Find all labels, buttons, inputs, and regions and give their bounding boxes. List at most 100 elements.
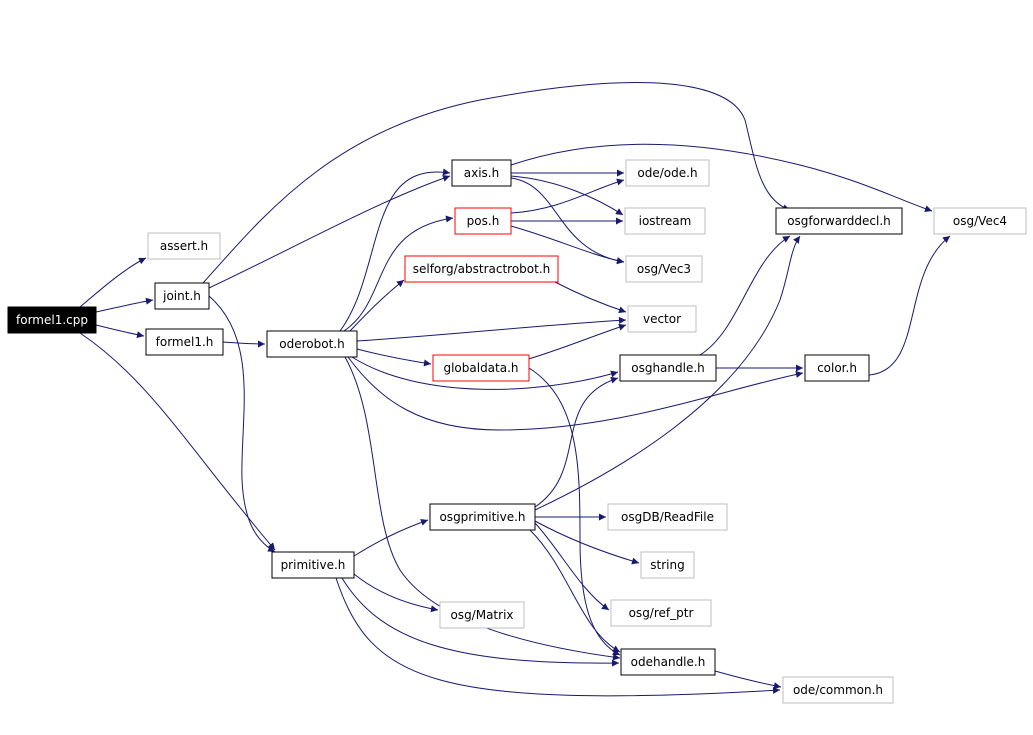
node-osgmatrix[interactable]: osg/Matrix bbox=[439, 601, 525, 629]
node-osghandleh[interactable]: osghandle.h bbox=[619, 354, 717, 382]
node-string[interactable]: string bbox=[640, 551, 695, 579]
node-odehandleh[interactable]: odehandle.h bbox=[620, 648, 716, 676]
edge-line bbox=[868, 235, 951, 376]
node-label: primitive.h bbox=[281, 558, 346, 572]
node-box bbox=[451, 159, 512, 187]
edge-line bbox=[339, 168, 451, 332]
node-osgforwarddeclh[interactable]: osgforwarddecl.h bbox=[775, 207, 903, 235]
node-globaldatah[interactable]: globaldata.h bbox=[432, 354, 530, 382]
edge-axish-to-osgvec3 bbox=[510, 177, 625, 265]
edge-line bbox=[349, 279, 405, 332]
edge-jointh-to-axish bbox=[208, 174, 451, 289]
edge-osgprimitiveh-to-string bbox=[534, 520, 640, 565]
edge-primitiveh-to-osgmatrix bbox=[353, 573, 439, 613]
node-box bbox=[627, 305, 697, 333]
edge-primitiveh-to-odecommonh bbox=[335, 577, 781, 697]
node-label: osg/ref_ptr bbox=[629, 606, 694, 620]
edge-line bbox=[208, 174, 451, 289]
node-label: osgforwarddecl.h bbox=[787, 214, 891, 228]
edge-oderoboth-to-posh bbox=[343, 215, 454, 332]
edge-line bbox=[510, 175, 624, 216]
edge-line bbox=[222, 340, 266, 348]
node-axish[interactable]: axis.h bbox=[451, 159, 512, 187]
edge-osgprimitiveh-to-osgforwarddeclh bbox=[534, 235, 801, 511]
node-box bbox=[271, 551, 355, 579]
edge-line bbox=[95, 297, 154, 313]
node-box bbox=[804, 354, 870, 382]
node-formel1cpp[interactable]: formel1.cpp bbox=[7, 306, 97, 334]
node-box bbox=[429, 503, 536, 531]
edge-line bbox=[344, 356, 621, 661]
node-label: ode/common.h bbox=[793, 683, 883, 697]
edge-line bbox=[524, 323, 627, 361]
node-jointh[interactable]: joint.h bbox=[154, 282, 210, 310]
nodes-layer: formel1.cpp assert.h joint.h formel1.h odero… bbox=[7, 159, 1027, 704]
node-box bbox=[640, 551, 695, 579]
edge-line bbox=[529, 529, 621, 653]
node-box bbox=[625, 159, 710, 187]
node-osgprimitiveh[interactable]: osgprimitive.h bbox=[429, 503, 536, 531]
edge-line bbox=[343, 215, 454, 332]
node-osgdbreadfile[interactable]: osgDB/ReadFile bbox=[607, 503, 728, 531]
edge-line bbox=[356, 316, 627, 342]
node-oderoboth[interactable]: oderobot.h bbox=[266, 330, 358, 358]
edge-posh-to-osgvec3 bbox=[510, 225, 625, 265]
edge-jointh-to-osgforwarddeclh bbox=[202, 82, 791, 284]
edge-primitiveh-to-osgprimitiveh bbox=[353, 519, 429, 557]
node-box bbox=[145, 328, 224, 356]
node-label: osghandle.h bbox=[631, 361, 705, 375]
node-odeodeh[interactable]: ode/ode.h bbox=[625, 159, 710, 187]
edge-osgprimitiveh-to-odehandleh bbox=[529, 529, 621, 653]
edge-line bbox=[510, 177, 625, 265]
edge-oderoboth-to-odehandleh bbox=[344, 356, 621, 661]
node-box bbox=[266, 330, 358, 358]
edge-formel1cpp-to-formel1h bbox=[95, 324, 145, 339]
node-label: osg/Matrix bbox=[450, 608, 513, 622]
node-osgvec3[interactable]: osg/Vec3 bbox=[625, 255, 703, 283]
node-osgrefptr[interactable]: osg/ref_ptr bbox=[610, 599, 712, 627]
edge-jointh-to-primitiveh bbox=[208, 295, 276, 553]
node-primitiveh[interactable]: primitive.h bbox=[271, 551, 355, 579]
edge-line bbox=[79, 332, 276, 551]
node-label: joint.h bbox=[162, 289, 201, 303]
edge-axish-to-iostream bbox=[510, 175, 624, 216]
edge-oderoboth-to-colorh bbox=[347, 356, 804, 431]
node-posh[interactable]: pos.h bbox=[454, 207, 512, 235]
node-osgvec4[interactable]: osg/Vec4 bbox=[933, 207, 1027, 235]
node-box bbox=[7, 306, 97, 334]
node-label: osg/Vec3 bbox=[637, 262, 691, 276]
node-label: formel1.h bbox=[156, 335, 214, 349]
node-label: osg/Vec4 bbox=[953, 214, 1007, 228]
edge-formel1h-to-oderoboth bbox=[222, 340, 266, 348]
node-odecommonh[interactable]: ode/common.h bbox=[782, 676, 894, 704]
edge-globaldatah-to-vector bbox=[524, 323, 627, 361]
edge-line bbox=[534, 522, 610, 611]
node-label: color.h bbox=[817, 361, 857, 375]
node-iostream[interactable]: iostream bbox=[624, 207, 706, 235]
node-abstractroboth[interactable]: selforg/abstractrobot.h bbox=[404, 255, 559, 283]
edge-axish-to-osgvec4 bbox=[510, 143, 933, 213]
edge-line bbox=[353, 573, 439, 613]
node-label: axis.h bbox=[464, 166, 499, 180]
node-box bbox=[624, 207, 706, 235]
node-asserth[interactable]: assert.h bbox=[147, 232, 221, 260]
node-label: oderobot.h bbox=[279, 337, 344, 351]
edge-globaldatah-to-odehandleh bbox=[528, 367, 621, 656]
node-formel1h[interactable]: formel1.h bbox=[145, 328, 224, 356]
edge-oderoboth-to-abstractroboth bbox=[349, 279, 405, 332]
edge-line bbox=[699, 235, 791, 356]
edge-line bbox=[202, 82, 791, 284]
node-label: pos.h bbox=[467, 214, 500, 228]
node-vector[interactable]: vector bbox=[627, 305, 697, 333]
node-label: vector bbox=[643, 312, 681, 326]
edge-line bbox=[510, 225, 625, 265]
edge-line bbox=[95, 324, 145, 339]
node-label: ode/ode.h bbox=[637, 166, 697, 180]
node-label: formel1.cpp bbox=[16, 313, 88, 327]
edge-osghandleh-to-osgforwarddeclh bbox=[699, 235, 791, 356]
node-box bbox=[610, 599, 712, 627]
node-box bbox=[625, 255, 703, 283]
node-box bbox=[620, 648, 716, 676]
edge-colorh-to-osgvec4 bbox=[868, 235, 951, 376]
node-colorh[interactable]: color.h bbox=[804, 354, 870, 382]
